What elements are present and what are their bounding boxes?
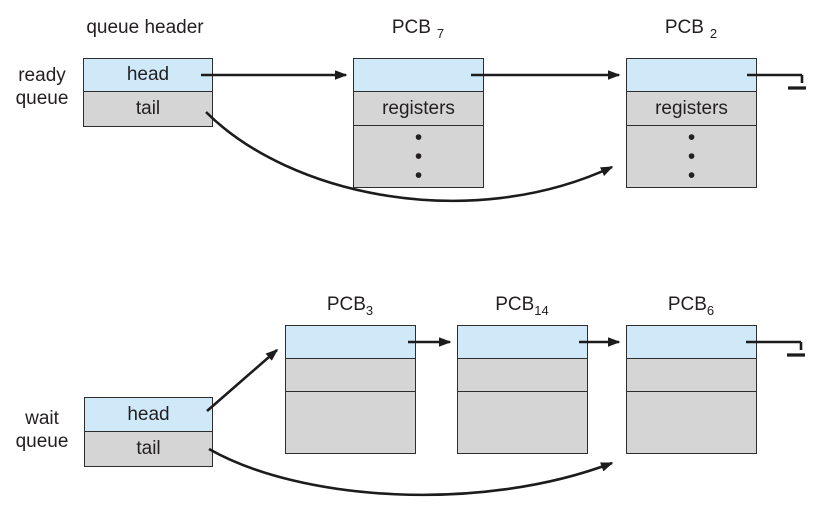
pcb14-subscript: 14 xyxy=(534,303,549,318)
pcb6-bottom-cell xyxy=(627,392,756,453)
pcb6-mid-cell xyxy=(627,359,756,392)
pcb3-mid-cell xyxy=(286,359,415,392)
queue-header-label: queue header xyxy=(86,17,204,38)
pcb6-label: PCB6 xyxy=(631,294,751,318)
pcb2-registers-cell: registers xyxy=(627,92,756,126)
dot-icon: • xyxy=(687,126,696,149)
dot-icon: • xyxy=(687,164,696,187)
ready-queue-label-line2: queue xyxy=(15,88,69,109)
pcb14-label: PCB14 xyxy=(462,294,582,318)
pcb2-subscript: 2 xyxy=(709,26,718,41)
ready-queue-label: ready queue xyxy=(6,64,78,110)
ready-head-label: head xyxy=(126,64,170,85)
pcb7-subscript: 7 xyxy=(436,26,445,41)
wait-queue-label: wait queue xyxy=(6,407,78,453)
pcb14-name: PCB xyxy=(495,294,535,315)
dot-icon: • xyxy=(414,164,423,187)
wait-queue-label-line2: queue xyxy=(15,431,69,452)
wait-tail-arrow xyxy=(208,447,614,497)
pcb3-box xyxy=(285,325,416,454)
pcb3-link-cell xyxy=(286,326,415,359)
dot-icon: • xyxy=(414,145,423,168)
pcb2-name: PCB xyxy=(664,17,704,38)
pcb2-registers-label: registers xyxy=(655,97,728,119)
pcb6-link-cell xyxy=(627,326,756,359)
pcb3-label: PCB3 xyxy=(290,294,410,318)
pcb2-label: PCB 2 xyxy=(631,17,751,41)
dot-icon: • xyxy=(687,145,696,168)
pcb3-name: PCB xyxy=(326,294,366,315)
pcb3-subscript: 3 xyxy=(365,303,374,318)
pcb14-bottom-cell xyxy=(458,392,587,453)
pcb7-box: registers • • • xyxy=(353,58,484,188)
pcb7-registers-cell: registers xyxy=(354,92,483,126)
pcb6-subscript: 6 xyxy=(706,303,715,318)
wait-tail-label: tail xyxy=(136,438,161,459)
pcb2-link-cell xyxy=(627,59,756,92)
ready-queue-label-line1: ready xyxy=(18,65,66,86)
pcb6-box xyxy=(626,325,757,454)
ready-queue-header-box: head tail xyxy=(83,58,213,127)
pcb14-link-cell xyxy=(458,326,587,359)
pcb14-mid-cell xyxy=(458,359,587,392)
pcb2-ellipsis: • • • xyxy=(627,126,756,187)
pcb7-label: PCB 7 xyxy=(358,17,478,41)
pcb7-ellipsis: • • • xyxy=(354,126,483,187)
pcb7-link-cell xyxy=(354,59,483,92)
wait-head-arrow xyxy=(206,349,279,412)
dot-icon: • xyxy=(414,126,423,149)
wait-tail-cell: tail xyxy=(85,432,212,466)
ready-head-cell: head xyxy=(84,59,212,92)
wait-queue-label-line1: wait xyxy=(25,408,59,429)
pcb6-name: PCB xyxy=(667,294,707,315)
pcb2-box: registers • • • xyxy=(626,58,757,188)
pcb7-registers-label: registers xyxy=(382,97,455,119)
wait-queue-header-box: head tail xyxy=(84,397,213,467)
pcb14-box xyxy=(457,325,588,454)
ready-tail-label: tail xyxy=(135,98,161,119)
ready-tail-cell: tail xyxy=(84,92,212,126)
pcb7-name: PCB xyxy=(391,17,431,38)
pcb3-bottom-cell xyxy=(286,392,415,453)
wait-head-cell: head xyxy=(85,398,212,432)
wait-head-label: head xyxy=(127,403,170,425)
